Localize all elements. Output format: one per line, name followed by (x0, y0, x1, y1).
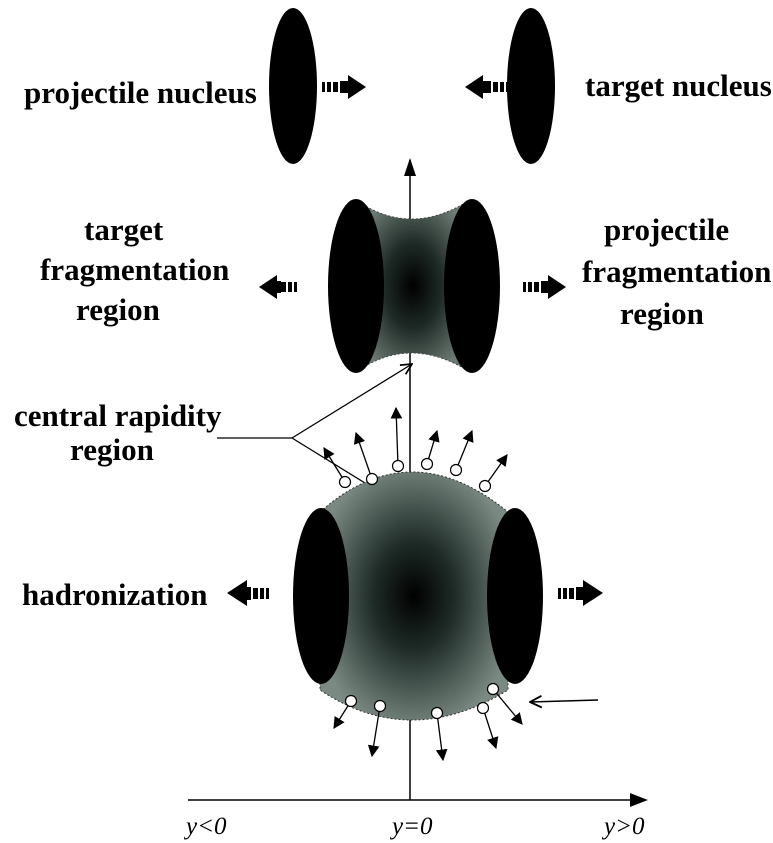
target-fragmentation-label-line2: fragmentation (40, 252, 229, 287)
hadron-dots-top (338, 457, 492, 493)
projectile-nucleus-shape (269, 8, 317, 164)
hadron-dots-bottom (344, 682, 500, 720)
axis-label-y-negative: y<0 (183, 813, 227, 840)
target-fragmentation-label-line1: target (84, 212, 164, 247)
projectile-nucleus-label: projectile nucleus (24, 75, 257, 110)
emitted-hadrons-top (323, 406, 508, 487)
rapidity-axis-arrowhead (630, 793, 648, 807)
target-motion-arrow (465, 75, 509, 99)
receding-target-remnant (328, 199, 384, 373)
projectile-motion-arrow (322, 75, 366, 99)
hadronization-label: hadronization (22, 577, 207, 612)
target-nucleus-label: target nucleus (585, 68, 772, 103)
receding-projectile-remnant (444, 199, 500, 373)
central-rapidity-pointer-upper (291, 364, 412, 439)
central-rapidity-label-line1: central rapidity (14, 398, 222, 433)
vertical-axis-arrowhead (404, 158, 416, 176)
central-rapidity-label-line2: region (70, 432, 154, 467)
axis-label-y-zero: y=0 (389, 813, 433, 840)
hadronization-left-arrow (227, 580, 269, 606)
projectile-fragmentation-label-line1: projectile (604, 212, 729, 247)
target-fragmentation-label-line3: region (76, 292, 160, 327)
hadronization-left-remnant (293, 508, 349, 684)
surface-pointer-arrow (530, 700, 599, 702)
target-nucleus-shape (507, 8, 555, 164)
target-fragmentation-arrow (259, 275, 297, 299)
projectile-fragmentation-label-line3: region (620, 296, 704, 331)
projectile-fragmentation-arrow (523, 275, 566, 299)
projectile-fragmentation-label-line2: fragmentation (582, 254, 771, 289)
hadronization-right-remnant (487, 508, 543, 684)
axis-label-y-positive: y>0 (601, 813, 645, 840)
hadronization-right-arrow (558, 580, 603, 606)
